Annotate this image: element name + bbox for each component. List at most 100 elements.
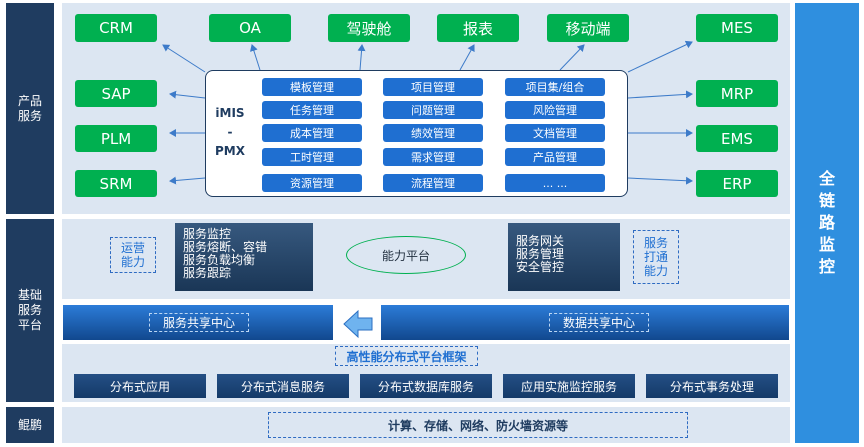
system-mobile: 移动端 — [547, 14, 629, 42]
distributed-label: 应用实施监控服务 — [520, 379, 617, 394]
data-shared-center-label-box: 数据共享中心 — [549, 313, 649, 332]
module-risk: 风险管理 — [505, 101, 605, 119]
ops-capability: 运营 能力 — [110, 237, 156, 273]
service-governance-item: 服务跟踪 — [183, 266, 232, 280]
module-more: ... ... — [505, 174, 605, 192]
module-requirement: 需求管理 — [383, 148, 483, 166]
distributed-label: 分布式数据库服务 — [377, 379, 474, 394]
system-mobile-label: 移动端 — [565, 19, 611, 38]
distributed-transaction: 分布式事务处理 — [646, 374, 778, 398]
distributed-app: 分布式应用 — [74, 374, 206, 398]
module-label: 项目集/组合 — [525, 81, 585, 94]
distributed-database: 分布式数据库服务 — [360, 374, 492, 398]
module-label: 资源管理 — [290, 177, 334, 190]
service-shared-center: 服务共享中心 — [62, 304, 334, 341]
data-shared-center-label: 数据共享中心 — [562, 316, 635, 330]
service-gateway-item: 服务网关 — [516, 234, 565, 248]
module-label: 绩效管理 — [411, 127, 455, 140]
system-report: 报表 — [437, 14, 519, 42]
system-mrp: MRP — [696, 80, 778, 107]
system-mes: MES — [696, 14, 778, 42]
module-label: 工时管理 — [290, 151, 334, 164]
module-workflow: 流程管理 — [383, 174, 483, 192]
system-erp: ERP — [696, 170, 778, 197]
sidebar-product-services: 产品 服务 — [6, 3, 54, 214]
distributed-message: 分布式消息服务 — [217, 374, 349, 398]
system-ems: EMS — [696, 125, 778, 152]
service-governance-box: 服务监控 服务熔断、容错 服务负载均衡 服务跟踪 — [175, 223, 313, 291]
system-ems-label: EMS — [721, 129, 753, 148]
module-label: 文档管理 — [533, 127, 577, 140]
module-label: ... ... — [542, 176, 568, 190]
module-label: 流程管理 — [411, 177, 455, 190]
module-template: 模板管理 — [262, 78, 362, 96]
sidebar-platform-label: 基础 服务 平台 — [17, 288, 42, 332]
system-erp-label: ERP — [722, 174, 752, 193]
system-mrp-label: MRP — [720, 84, 754, 103]
capability-platform-ellipse: 能力平台 — [346, 236, 466, 274]
app-monitoring: 应用实施监控服务 — [503, 374, 635, 398]
capability-platform-label: 能力平台 — [381, 248, 430, 263]
system-report-label: 报表 — [462, 19, 493, 38]
infra-resources: 计算、存储、网络、防火墙资源等 — [268, 412, 688, 438]
full-link-monitor-panel: 全 链 路 监 控 — [795, 3, 859, 443]
module-label: 成本管理 — [290, 127, 334, 140]
system-sap-label: SAP — [101, 84, 131, 103]
imis-title-label: iMIS - PMX — [215, 106, 245, 158]
module-label: 项目管理 — [411, 81, 455, 94]
system-cockpit-label: 驾驶舱 — [346, 19, 392, 38]
service-shared-center-label: 服务共享中心 — [162, 316, 235, 330]
module-label: 风险管理 — [533, 104, 577, 117]
module-performance: 绩效管理 — [383, 124, 483, 142]
connect-capability-label: 服务 打通 能力 — [643, 236, 668, 278]
data-shared-center: 数据共享中心 — [380, 304, 790, 341]
distributed-label: 分布式事务处理 — [669, 379, 754, 394]
framework-title-label: 高性能分布式平台框架 — [346, 349, 467, 364]
module-issue: 问题管理 — [383, 101, 483, 119]
connect-capability: 服务 打通 能力 — [633, 230, 679, 284]
system-crm: CRM — [75, 14, 157, 42]
service-shared-center-label-box: 服务共享中心 — [149, 313, 249, 332]
sidebar-product-label: 产品 服务 — [17, 93, 42, 123]
system-cockpit: 驾驶舱 — [328, 14, 410, 42]
module-task: 任务管理 — [262, 101, 362, 119]
module-cost: 成本管理 — [262, 124, 362, 142]
distributed-label: 分布式消息服务 — [240, 379, 325, 394]
system-oa: OA — [209, 14, 291, 42]
infra-resources-label: 计算、存储、网络、防火墙资源等 — [387, 418, 568, 433]
service-governance-item: 服务监控 — [183, 227, 232, 241]
sidebar-infra: 鲲鹏 — [6, 407, 54, 443]
module-label: 任务管理 — [290, 104, 334, 117]
system-mes-label: MES — [721, 19, 753, 37]
service-gateway-item: 安全管控 — [516, 260, 565, 274]
sidebar-platform: 基础 服务 平台 — [6, 219, 54, 402]
service-gateway-item: 服务管理 — [516, 247, 565, 261]
framework-title: 高性能分布式平台框架 — [335, 346, 478, 366]
module-resource: 资源管理 — [262, 174, 362, 192]
left-arrow-icon — [343, 309, 373, 339]
module-portfolio: 项目集/组合 — [505, 78, 605, 96]
module-label: 问题管理 — [411, 104, 455, 117]
module-label: 模板管理 — [290, 81, 334, 94]
distributed-label: 分布式应用 — [109, 379, 170, 394]
sidebar-infra-label: 鲲鹏 — [17, 417, 42, 432]
module-product: 产品管理 — [505, 148, 605, 166]
module-worktime: 工时管理 — [262, 148, 362, 166]
imis-title: iMIS - PMX — [210, 80, 250, 185]
service-governance-item: 服务熔断、容错 — [183, 240, 268, 254]
service-governance-item: 服务负载均衡 — [183, 253, 256, 267]
system-srm-label: SRM — [99, 174, 133, 193]
system-plm: PLM — [75, 125, 157, 152]
module-project: 项目管理 — [383, 78, 483, 96]
ops-capability-label: 运营 能力 — [120, 241, 145, 269]
system-srm: SRM — [75, 170, 157, 197]
module-label: 需求管理 — [411, 151, 455, 164]
system-oa-label: OA — [239, 19, 261, 37]
module-document: 文档管理 — [505, 124, 605, 142]
module-label: 产品管理 — [533, 151, 577, 164]
system-plm-label: PLM — [100, 129, 132, 148]
system-sap: SAP — [75, 80, 157, 107]
service-gateway-box: 服务网关 服务管理 安全管控 — [508, 223, 620, 291]
full-link-monitor-label: 全 链 路 监 控 — [818, 169, 835, 276]
